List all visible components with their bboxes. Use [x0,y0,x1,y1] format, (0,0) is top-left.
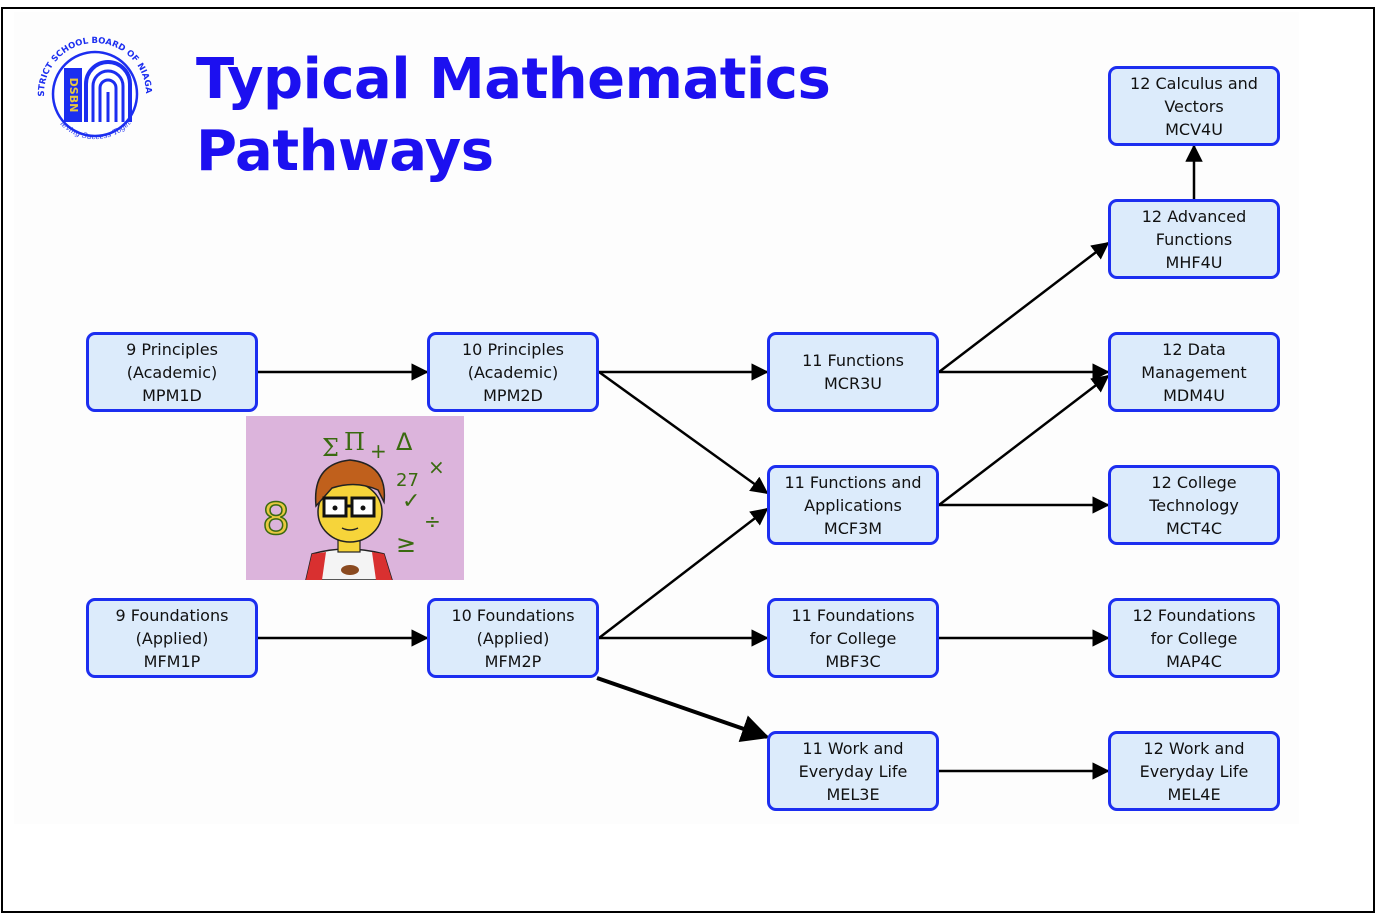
diagram-background [14,12,1299,824]
arrow-mcr3u-to-mhf4u [938,241,1110,373]
course-code: MEL4E [1167,784,1221,804]
course-mel4e: 12 Work and Everyday Life MEL4E [1108,731,1280,811]
symbol-sigma: Σ [322,434,339,462]
symbol-divide: ÷ [424,509,441,533]
symbol-pi: Π [344,428,365,456]
course-mcv4u: 12 Calculus and Vectors MCV4U [1108,66,1280,146]
course-line: 11 Functions and [784,472,922,492]
course-mfm1p: 9 Foundations (Applied) MFM1P [86,598,258,678]
course-line: 12 Calculus and [1130,73,1258,93]
course-line: (Applied) [476,628,550,648]
course-code: MCR3U [824,374,882,393]
symbol-eight: 8 [262,494,290,545]
arrow-mpm2d-to-mcf3m [598,370,769,495]
course-line: 11 Work and [802,738,904,758]
course-line: 10 Foundations [451,605,575,625]
course-mpm2d: 10 Principles (Academic) MPM2D [427,332,599,412]
course-code: MAP4C [1166,651,1222,671]
title-line-1: Typical Mathematics [196,47,831,112]
course-line: 12 Advanced [1141,206,1247,226]
course-line: Vectors [1164,96,1224,116]
course-mdm4u: 12 Data Management MDM4U [1108,332,1280,412]
symbol-geq: ≥ [396,530,416,558]
symbol-plus: + [370,439,387,463]
course-code: MBF3C [825,651,881,671]
course-mcf3m: 11 Functions and Applications MCF3M [767,465,939,545]
course-line: (Applied) [135,628,209,648]
course-code: MHF4U [1165,252,1223,272]
course-code: MEL3E [826,784,880,804]
course-code: MPM1D [142,385,202,405]
math-student-cartoon: Σ Π + Δ 27 × ✓ ÷ ≥ 8 [246,416,464,580]
arrow-mfm2p-to-mcf3m [598,507,769,639]
course-mel3e: 11 Work and Everyday Life MEL3E [767,731,939,811]
symbol-check: ✓ [402,489,420,514]
arrow-mfm2p-to-mel3e [596,676,770,742]
course-line: (Academic) [126,362,218,382]
symbol-times: × [428,455,445,479]
course-line: Management [1141,362,1247,382]
symbol-27: 27 [396,470,419,491]
course-code: MCV4U [1165,119,1223,139]
course-code: MDM4U [1163,385,1225,405]
course-map4c: 12 Foundations for College MAP4C [1108,598,1280,678]
course-line: 11 Functions [802,351,904,370]
course-line: 11 Foundations [791,605,915,625]
course-line: Applications [804,495,902,515]
course-code: MFM2P [484,651,542,671]
course-code: MPM2D [483,385,543,405]
course-code: MCF3M [823,518,883,538]
course-mhf4u: 12 Advanced Functions MHF4U [1108,199,1280,279]
course-mcr3u: 11 Functions MCR3U [767,332,939,412]
course-line: (Academic) [467,362,559,382]
course-line: 12 Work and [1143,738,1245,758]
logo-letters: DSBN [67,78,80,113]
course-mct4c: 12 College Technology MCT4C [1108,465,1280,545]
course-line: 12 Data [1162,339,1226,359]
course-line: 12 College [1151,472,1237,492]
dsbn-logo: DISTRICT SCHOOL BOARD OF NIAGARA Achievi… [30,28,153,141]
symbol-delta: Δ [396,428,413,456]
course-line: for College [1150,628,1238,648]
course-code: MFM1P [143,651,201,671]
course-mpm1d: 9 Principles (Academic) MPM1D [86,332,258,412]
course-line: Technology [1149,495,1239,515]
course-code: MCT4C [1165,518,1223,538]
course-line: Everyday Life [798,761,908,781]
course-line: 10 Principles [462,339,564,359]
course-mfm2p: 10 Foundations (Applied) MFM2P [427,598,599,678]
course-line: Functions [1155,229,1233,249]
course-mbf3c: 11 Foundations for College MBF3C [767,598,939,678]
course-line: for College [809,628,897,648]
course-line: 9 Foundations [115,605,229,625]
arrow-mcf3m-to-mdm4u [938,374,1110,506]
edge-layer [258,144,1203,780]
course-line: 12 Foundations [1132,605,1256,625]
title-line-2: Pathways [196,119,494,184]
course-line: 9 Principles [126,339,218,359]
course-line: Everyday Life [1139,761,1249,781]
page-title: Typical Mathematics Pathways [196,44,831,188]
